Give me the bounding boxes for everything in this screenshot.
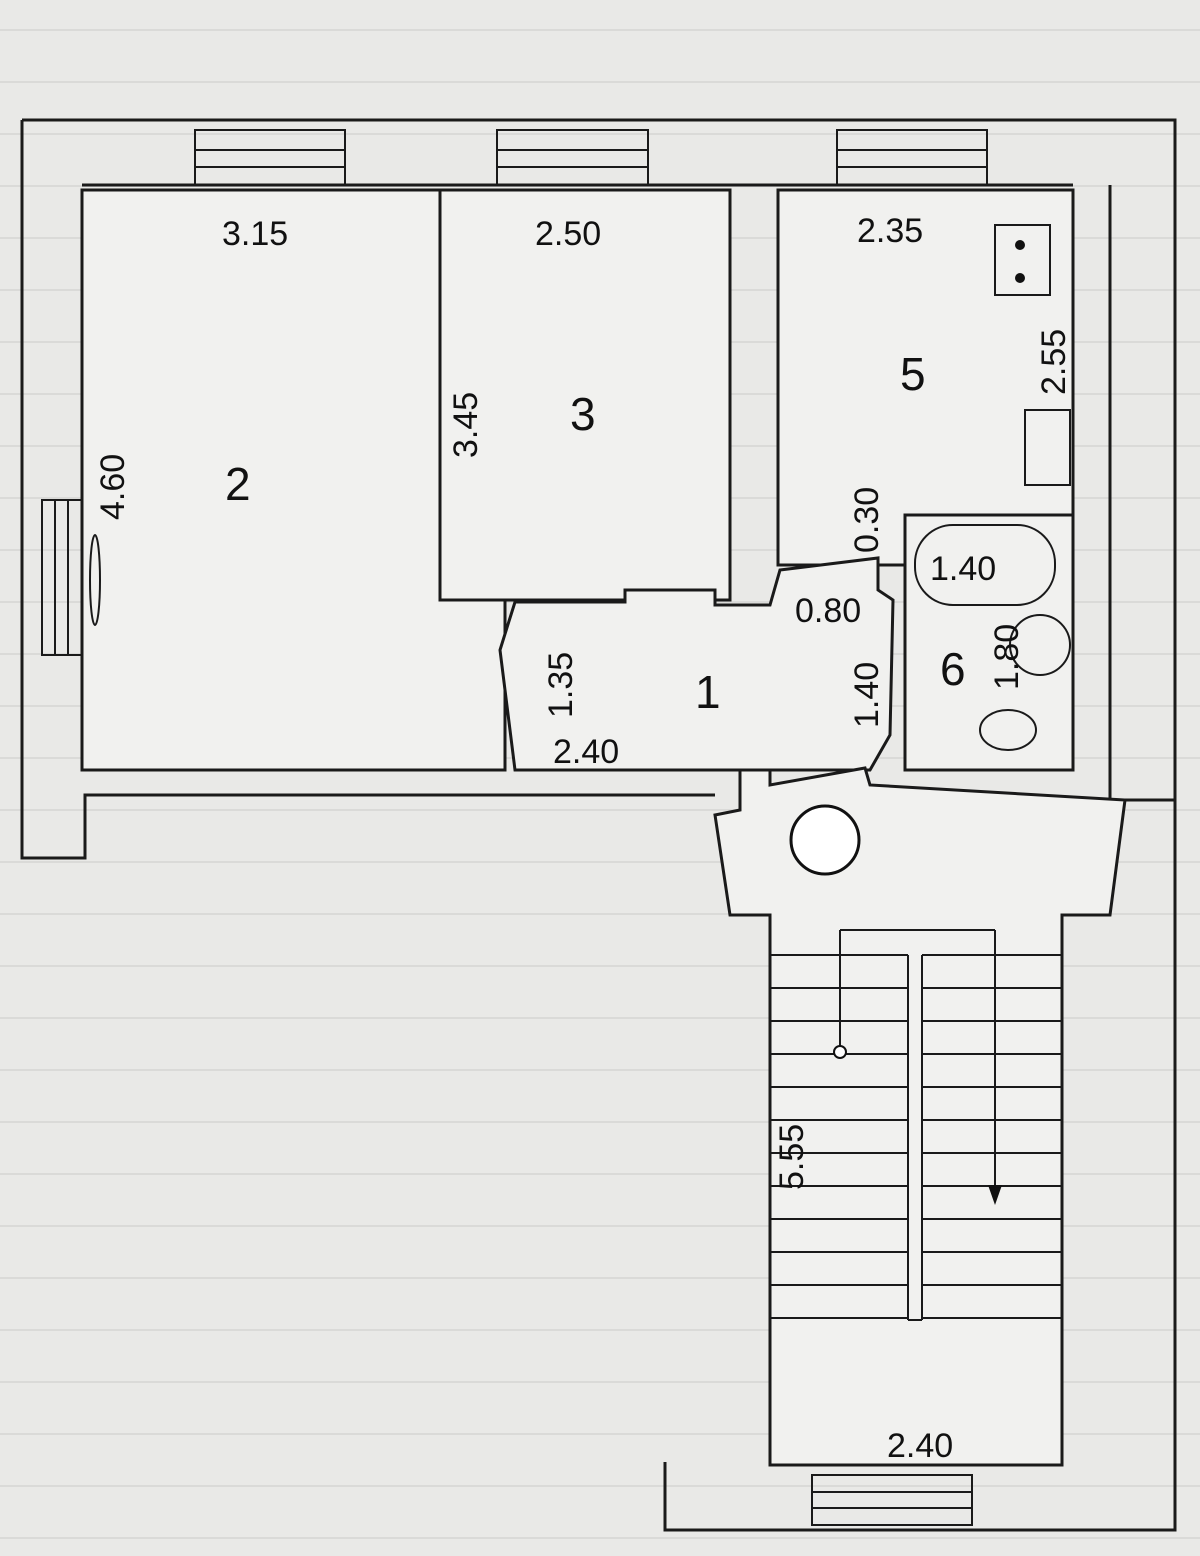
dim-stair-length: 5.55	[773, 1124, 811, 1190]
dim-room3-depth: 3.45	[447, 392, 485, 458]
stair-arrow-icon	[988, 1185, 1002, 1205]
dim-room3-width: 2.50	[535, 215, 601, 253]
toilet-icon	[979, 709, 1037, 751]
corridor-1	[498, 556, 895, 772]
room-6	[903, 513, 1075, 772]
dim-room2-depth: 4.60	[94, 454, 132, 520]
dim-corridor-depth: 1.35	[542, 652, 580, 718]
dim-room5-width: 2.35	[857, 212, 923, 250]
window-room-3	[496, 129, 649, 186]
stair-landing	[713, 766, 1127, 1467]
room-label-6: 6	[940, 643, 966, 695]
room-2	[80, 188, 507, 772]
room-label-5: 5	[900, 348, 926, 400]
window-room-5	[836, 129, 988, 186]
dim-stair-width: 2.40	[887, 1427, 953, 1465]
bathtub-icon	[914, 524, 1056, 606]
dim-room6-depth: 1.80	[988, 624, 1026, 690]
washbasin-icon	[1009, 614, 1071, 676]
room-label-1: 1	[695, 666, 721, 718]
window-stair	[811, 1474, 973, 1526]
sink-icon	[1024, 409, 1071, 486]
dim-room5-depth: 2.55	[1035, 329, 1073, 395]
stove-icon	[994, 224, 1051, 296]
window-room-2	[194, 129, 346, 186]
dim-room2-width: 3.15	[222, 215, 288, 253]
radiator-icon	[89, 534, 101, 626]
chimney-shaft	[789, 804, 861, 876]
dim-corridor-width: 2.40	[553, 733, 619, 771]
staircase	[770, 954, 1062, 1321]
stair-start-icon	[833, 1045, 847, 1059]
dim-bath-length: 1.40	[930, 550, 996, 588]
room-3	[438, 188, 732, 602]
dim-wall-gap: 0.30	[848, 487, 886, 553]
room-label-2: 2	[225, 458, 251, 510]
window-room-2-side	[41, 499, 83, 656]
dim-door-width: 0.80	[795, 592, 861, 630]
room-label-3: 3	[570, 388, 596, 440]
stair-direction-line	[839, 929, 996, 1200]
dim-corridor-side: 1.40	[848, 662, 886, 728]
